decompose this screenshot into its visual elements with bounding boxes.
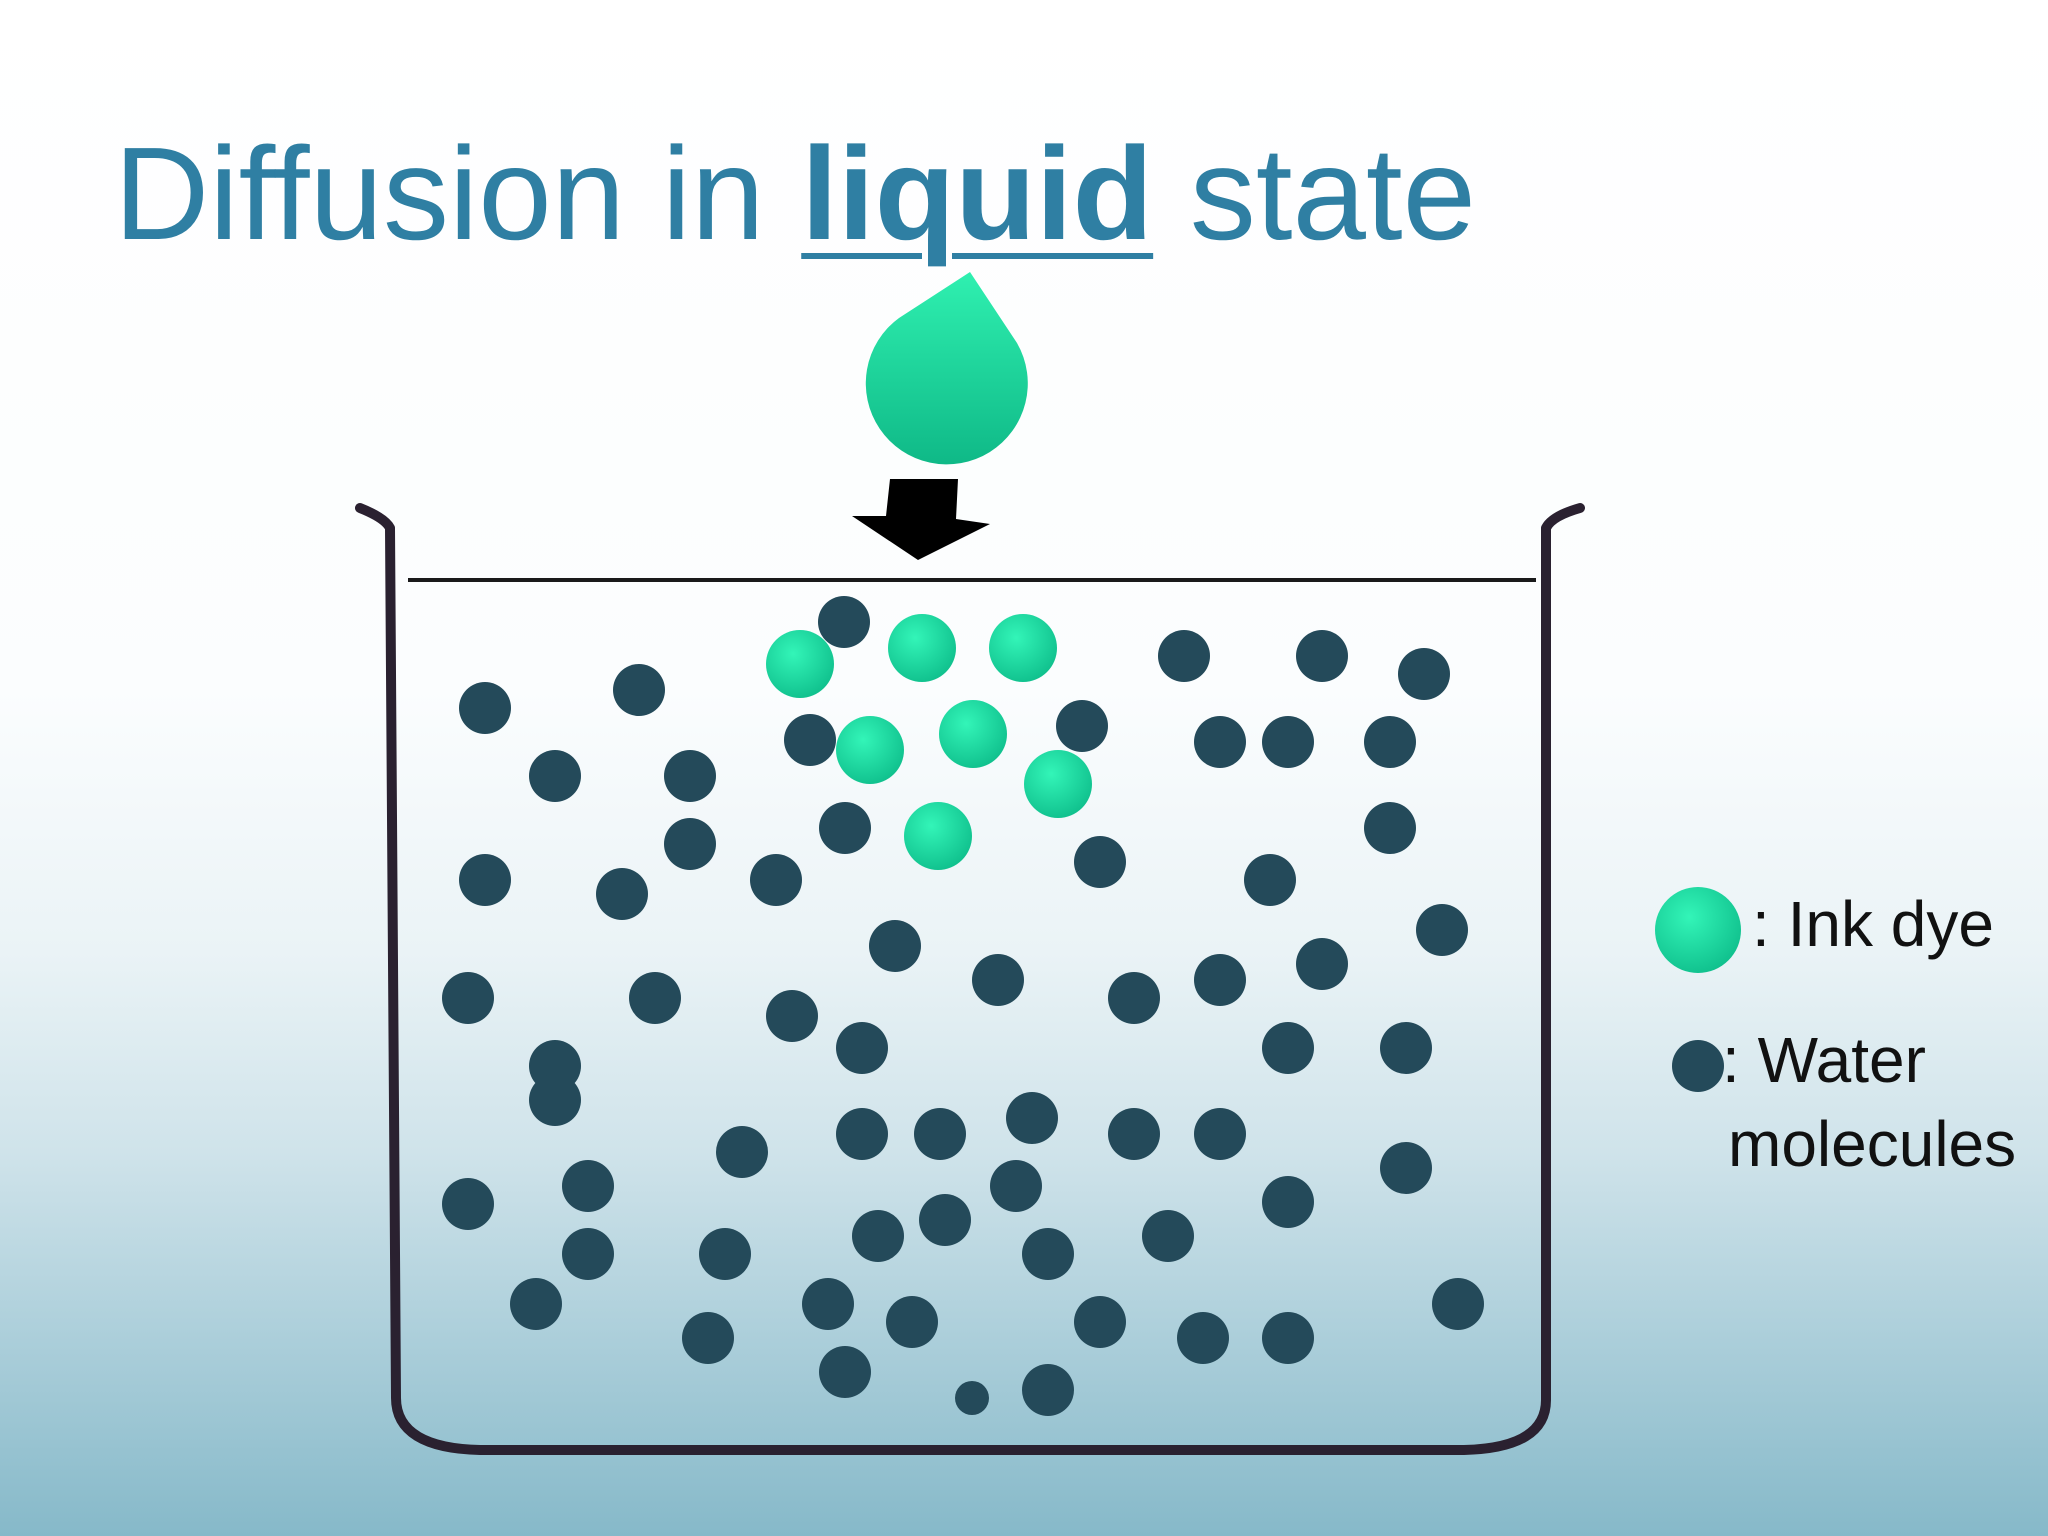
legend-water-marker [1672,1040,1724,1092]
water-molecule [1056,700,1108,752]
water-molecule [1108,1108,1160,1160]
water-molecule [836,1108,888,1160]
water-molecule [716,1126,768,1178]
water-molecule [836,1022,888,1074]
water-molecule [1364,802,1416,854]
water-molecule [664,818,716,870]
page-title: Diffusion in liquid state [0,128,1590,260]
legend-water-label: : Water [1722,1024,1926,1096]
ink-dye-particles [766,614,1092,870]
title-prefix: Diffusion in [113,120,802,267]
water-molecule [919,1194,971,1246]
water-molecule [629,972,681,1024]
ink-dye-particle [1024,750,1092,818]
water-molecule [1074,836,1126,888]
water-molecules [442,596,1484,1416]
water-molecule [869,920,921,972]
water-molecule [750,854,802,906]
water-molecule [819,802,871,854]
ink-dye-particle [904,802,972,870]
water-molecule [819,1346,871,1398]
water-molecule [1194,1108,1246,1160]
ink-dye-particle [989,614,1057,682]
water-molecule [596,868,648,920]
water-molecule [818,596,870,648]
water-molecule [510,1278,562,1330]
water-molecule [784,714,836,766]
title-suffix: state [1153,120,1477,267]
water-molecule [955,1381,989,1415]
water-molecule [802,1278,854,1330]
water-molecule [1022,1364,1074,1416]
water-molecule [682,1312,734,1364]
water-molecule [529,750,581,802]
water-molecule [459,682,511,734]
ink-dye-particle [836,716,904,784]
water-molecule [562,1228,614,1280]
water-molecule [1006,1092,1058,1144]
water-molecule [1262,1176,1314,1228]
water-molecule [562,1160,614,1212]
water-molecule [1262,1312,1314,1364]
ink-dye-particle [888,614,956,682]
water-molecule [886,1296,938,1348]
down-arrow-icon [852,479,990,560]
water-molecule [766,990,818,1042]
water-molecule [442,972,494,1024]
water-molecule [699,1228,751,1280]
water-molecule [613,664,665,716]
water-molecule [1142,1210,1194,1262]
legend-ink-label: : Ink dye [1752,888,1994,960]
title-keyword: liquid [801,120,1154,267]
water-molecule [990,1160,1042,1212]
water-molecule [1380,1142,1432,1194]
water-molecule [1262,716,1314,768]
water-molecule [1296,938,1348,990]
ink-drop-icon [865,272,1028,465]
water-molecule [529,1074,581,1126]
water-molecule [1244,854,1296,906]
water-molecule [1364,716,1416,768]
water-molecule [852,1210,904,1262]
water-molecule [1194,954,1246,1006]
water-molecule [1380,1022,1432,1074]
water-molecule [972,954,1024,1006]
water-molecule [1022,1228,1074,1280]
ink-dye-particle [939,700,1007,768]
water-molecule [1194,716,1246,768]
water-molecule [1262,1022,1314,1074]
beaker-icon [355,503,1585,1455]
water-molecule [1108,972,1160,1024]
water-molecule [459,854,511,906]
water-molecule [1177,1312,1229,1364]
ink-dye-particle [766,630,834,698]
water-molecule [1158,630,1210,682]
water-molecule [1416,904,1468,956]
water-molecule [1074,1296,1126,1348]
water-molecule [1296,630,1348,682]
water-molecule [664,750,716,802]
water-molecule [914,1108,966,1160]
water-molecule [442,1178,494,1230]
water-molecule [1432,1278,1484,1330]
legend-water-label-2: molecules [1728,1108,2017,1180]
water-molecule [1398,648,1450,700]
legend-ink-marker [1655,887,1741,973]
